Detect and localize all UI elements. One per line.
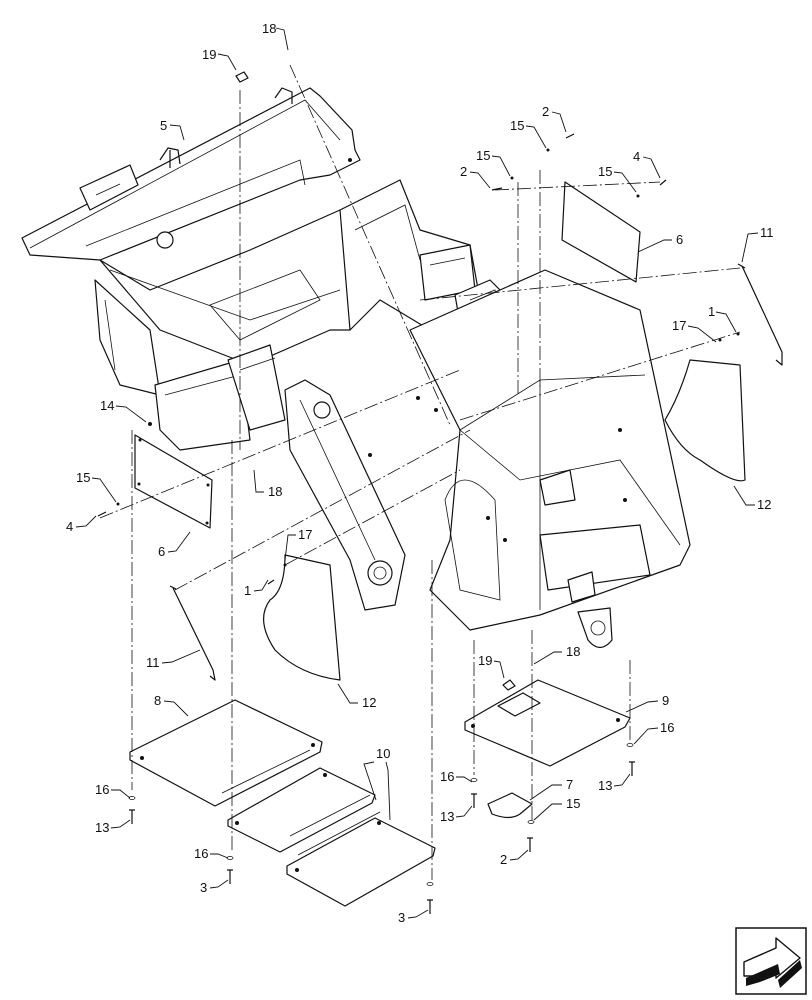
callout-13-center: 13 bbox=[440, 809, 454, 824]
callout-10: 10 bbox=[376, 746, 390, 761]
callout-4-top: 4 bbox=[633, 149, 640, 164]
callout-1-left: 1 bbox=[244, 583, 251, 598]
callout-6-left: 6 bbox=[158, 544, 165, 559]
callout-2-top-b: 2 bbox=[460, 164, 467, 179]
callout-15-top-c: 15 bbox=[598, 164, 612, 179]
callout-7: 7 bbox=[566, 777, 573, 792]
callout-15-left: 15 bbox=[76, 470, 90, 485]
callout-2-bottom: 2 bbox=[500, 852, 507, 867]
callout-5: 5 bbox=[160, 118, 167, 133]
callout-6-top: 6 bbox=[676, 232, 683, 247]
bottom-plate-8 bbox=[129, 699, 323, 807]
callout-labels: 18 19 5 2 15 15 2 4 15 6 11 1 17 bbox=[66, 21, 774, 925]
callout-18-top: 18 bbox=[262, 21, 276, 36]
callout-13-right: 13 bbox=[598, 778, 612, 793]
callout-13-left: 13 bbox=[95, 820, 109, 835]
callout-9: 9 bbox=[662, 693, 669, 708]
callout-12-right: 12 bbox=[757, 497, 771, 512]
callout-18-mid: 18 bbox=[268, 484, 282, 499]
callout-16-right: 16 bbox=[660, 720, 674, 735]
callout-19-top: 19 bbox=[202, 47, 216, 62]
assembly-centerlines bbox=[99, 64, 741, 880]
side-cover-12-right bbox=[664, 359, 746, 482]
panel-6-left bbox=[134, 434, 213, 529]
next-page-arrow-icon[interactable] bbox=[735, 927, 807, 995]
callout-15-bottom: 15 bbox=[566, 796, 580, 811]
callout-16-left-b: 16 bbox=[194, 846, 208, 861]
callout-17-left: 17 bbox=[298, 527, 312, 542]
callout-16-left: 16 bbox=[95, 782, 109, 797]
bottom-plate-10a bbox=[227, 767, 376, 853]
callout-19-bottom: 19 bbox=[478, 653, 492, 668]
rod-11-left bbox=[169, 585, 216, 681]
callout-15-top-a: 15 bbox=[510, 118, 524, 133]
callout-15-top-b: 15 bbox=[476, 148, 490, 163]
callout-14: 14 bbox=[100, 398, 114, 413]
bottom-plate-9 bbox=[464, 679, 631, 767]
side-cover-12-left bbox=[263, 554, 341, 681]
callout-8: 8 bbox=[154, 693, 161, 708]
callout-17-right: 17 bbox=[672, 318, 686, 333]
callout-18-bottom: 18 bbox=[566, 644, 580, 659]
callout-11-right: 11 bbox=[760, 225, 774, 240]
bottom-plate-10b bbox=[286, 811, 436, 907]
rod-11-right bbox=[737, 263, 783, 366]
callout-4-left: 4 bbox=[66, 519, 73, 534]
callout-3-right: 3 bbox=[398, 910, 405, 925]
panel-6-top bbox=[561, 181, 641, 283]
callout-1-right: 1 bbox=[708, 304, 715, 319]
callout-16-bottom-center: 16 bbox=[440, 769, 454, 784]
bolt-hardware bbox=[97, 71, 740, 914]
cover-plate-7 bbox=[487, 792, 533, 819]
callout-2-top-a: 2 bbox=[542, 104, 549, 119]
callout-3-left: 3 bbox=[200, 880, 207, 895]
callout-12-left: 12 bbox=[362, 695, 376, 710]
callout-11-left: 11 bbox=[146, 655, 160, 670]
chassis-frame bbox=[21, 87, 691, 649]
